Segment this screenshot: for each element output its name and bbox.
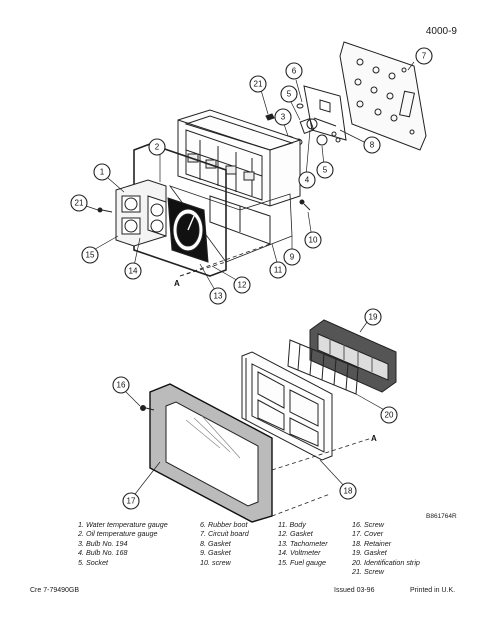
callout-19: 19 [364, 308, 382, 326]
legend-item: 17. Cover [352, 529, 384, 539]
legend-item: 16. Screw [352, 520, 384, 529]
callout-21-top: 21 [249, 75, 267, 93]
figure-id: B861764R [426, 513, 457, 520]
legend-item: 9. Gasket [200, 548, 231, 558]
legend-item: 7. Circuit board [200, 529, 249, 539]
callout-17: 17 [122, 492, 140, 510]
svg-text:6: 6 [292, 67, 297, 76]
legend-column-3: 11. Body 12. Gasket 13. Tachometer 14. V… [278, 520, 328, 567]
legend-item: 8. Gasket [200, 538, 231, 548]
callout-12: 12 [233, 276, 251, 294]
footer-issued: Issued 03-96 [334, 587, 375, 594]
callout-4: 4 [298, 171, 316, 189]
callout-13: 13 [209, 287, 227, 305]
svg-text:5: 5 [323, 166, 328, 175]
svg-text:4: 4 [305, 176, 310, 185]
view-marker-a-bottom: A [371, 434, 377, 443]
svg-text:13: 13 [214, 292, 223, 301]
svg-text:17: 17 [127, 497, 136, 506]
callout-14: 14 [124, 262, 142, 280]
callout-16: 16 [112, 376, 130, 394]
circuit-board [339, 41, 427, 151]
legend-item: 18. Retainer [352, 538, 392, 548]
callout-6: 6 [285, 62, 303, 80]
svg-text:14: 14 [129, 267, 138, 276]
svg-text:12: 12 [238, 281, 247, 290]
legend-item: 1. Water temperature gauge [78, 520, 168, 529]
callout-11: 11 [269, 261, 287, 279]
gasket-19 [309, 319, 397, 393]
body-housing [177, 109, 301, 245]
legend-column-4: 16. Screw 17. Cover 18. Retainer 19. Gas… [352, 520, 420, 576]
svg-text:19: 19 [369, 313, 378, 322]
gauge-cluster [115, 179, 209, 263]
legend-item: 13. Tachometer [278, 538, 328, 548]
screws-top [97, 113, 311, 213]
svg-text:5: 5 [287, 90, 292, 99]
svg-text:1: 1 [100, 168, 105, 177]
legend-item: 20. Identification strip [352, 557, 420, 567]
callout-3: 3 [274, 108, 292, 126]
legend-item: 14. Voltmeter [278, 548, 321, 558]
retainer [241, 351, 333, 461]
callout-15: 15 [81, 246, 99, 264]
svg-text:7: 7 [422, 52, 427, 61]
svg-text:16: 16 [117, 381, 126, 390]
legend-item: 10. screw [200, 557, 231, 567]
legend-item: 5. Socket [78, 557, 108, 567]
callout-20: 20 [380, 406, 398, 424]
legend-item: 3. Bulb No. 194 [78, 538, 128, 548]
legend-item: 15. Fuel gauge [278, 557, 326, 567]
view-marker-a-top: A [174, 279, 180, 288]
legend-column-1: 1. Water temperature gauge 2. Oil temper… [78, 520, 168, 567]
callout-9: 9 [283, 248, 301, 266]
svg-text:11: 11 [274, 266, 283, 275]
svg-text:2: 2 [155, 143, 160, 152]
svg-text:8: 8 [370, 141, 375, 150]
gasket-8 [303, 85, 347, 141]
callout-5a: 5 [280, 85, 298, 103]
screw-16 [140, 405, 155, 411]
legend-item: 19. Gasket [352, 548, 387, 558]
callout-8: 8 [363, 136, 381, 154]
page-number: 4000-9 [425, 26, 457, 37]
view-lines-bottom [271, 437, 373, 517]
legend-item: 2. Oil temperature gauge [78, 529, 158, 539]
svg-text:9: 9 [290, 253, 295, 262]
svg-text:18: 18 [344, 487, 353, 496]
callout-2: 2 [148, 138, 166, 156]
callout-7: 7 [415, 47, 433, 65]
svg-text:3: 3 [281, 113, 286, 122]
footer-doc-ref: Cre 7-79490GB [30, 587, 80, 594]
svg-text:10: 10 [309, 236, 318, 245]
svg-text:21: 21 [75, 199, 84, 208]
legend-item: 11. Body [278, 520, 306, 529]
cover [149, 383, 273, 523]
svg-text:15: 15 [86, 251, 95, 260]
legend-item: 12. Gasket [278, 529, 313, 539]
footer-printed: Printed in U.K. [410, 587, 456, 594]
svg-text:20: 20 [385, 411, 394, 420]
gasket-9 [168, 185, 293, 263]
legend-column-2: 6. Rubber boot 7. Circuit board 8. Gaske… [200, 520, 249, 567]
callout-5b: 5 [316, 161, 334, 179]
callout-10: 10 [304, 231, 322, 249]
callout-21-left: 21 [70, 194, 88, 212]
callout-18: 18 [339, 482, 357, 500]
svg-text:21: 21 [254, 80, 263, 89]
legend-item: 6. Rubber boot [200, 520, 248, 529]
callout-1: 1 [93, 163, 111, 181]
legend-item: 21. Screw [352, 567, 384, 577]
legend-item: 4. Bulb No. 168 [78, 548, 128, 558]
